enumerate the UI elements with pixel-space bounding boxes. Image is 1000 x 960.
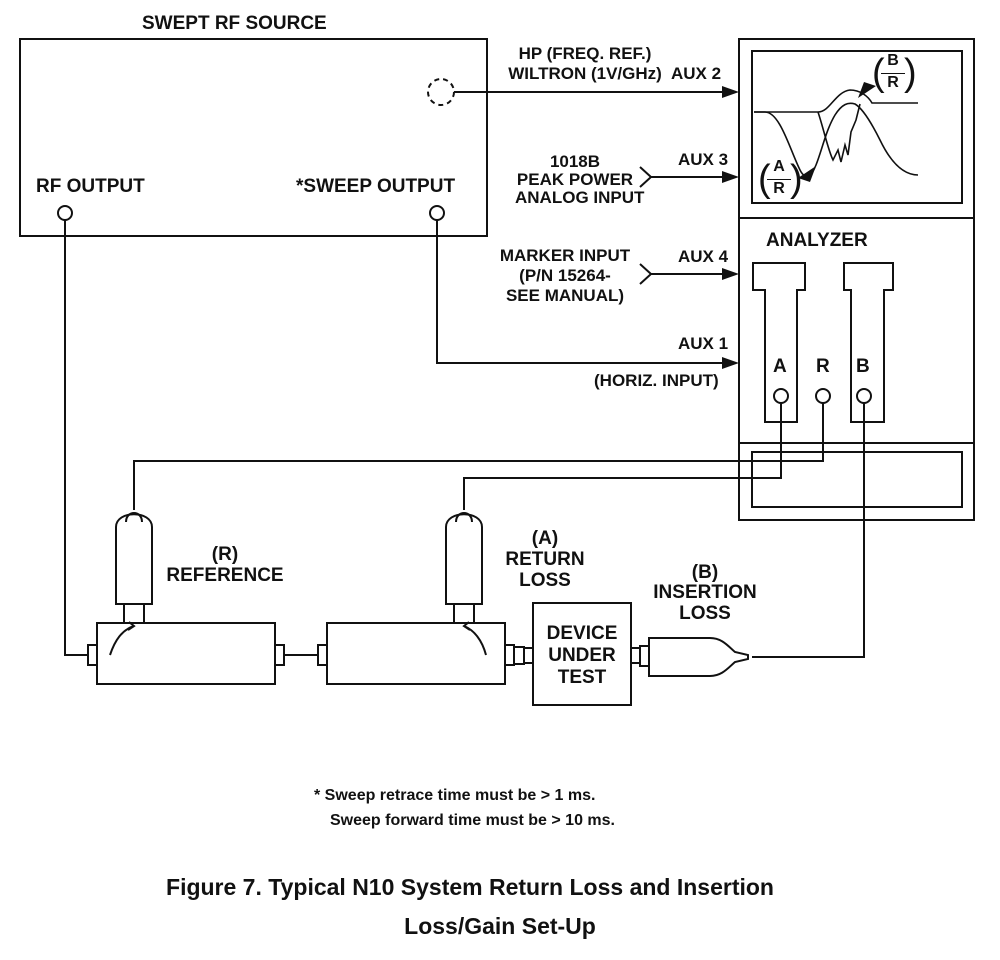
aux1-label: AUX 1 [678,334,729,353]
trace-br-label: ( B R ) [872,52,917,94]
reference-detector [115,513,153,605]
peak-power-line2: PEAK POWER [516,170,634,189]
aux3-label: AUX 3 [678,150,729,169]
dut-label-1: DEVICE [546,623,618,644]
port-b-label: B [856,356,870,377]
trace-b-over-r [754,89,918,113]
trace-return-loss-ripple [817,103,861,163]
trace-br-den: R [887,74,899,91]
port-r-label: R [816,356,830,377]
freq-ref-connector [427,78,455,106]
arrow-aux3 [722,171,739,183]
dut-label-3: TEST [557,667,607,688]
wiltron-label: WILTRON (1V/GHz) [508,64,662,83]
insertion-loss-label-3: LOSS [679,603,731,624]
source-title: SWEPT RF SOURCE [142,13,327,34]
dut-label-2: UNDER [548,645,616,666]
analyzer-title: ANALYZER [766,230,868,251]
aux2-label: AUX 2 [671,64,722,83]
trace-a-over-r [754,102,919,178]
insertion-loss-detector [648,637,749,677]
sweep-output-connector [429,205,445,221]
horiz-input-label: (HORIZ. INPUT) [594,371,719,390]
port-a-label: A [773,356,787,377]
port-b-connector [856,388,872,404]
plugin-slot-b [843,262,894,423]
note-line-1: * Sweep retrace time must be > 1 ms. [314,787,596,804]
arrow-aux2 [722,86,739,98]
trace-ar-label: ( A R ) [758,158,803,200]
rf-output-label: RF OUTPUT [36,176,145,197]
insertion-loss-label-2: INSERTION [653,582,757,603]
swept-rf-source-box [19,38,488,237]
aux4-label: AUX 4 [678,247,729,266]
port-a-connector [773,388,789,404]
marker-line3: SEE MANUAL) [505,286,625,305]
plugin-slot-ar [752,262,806,423]
note-line-2: Sweep forward time must be > 10 ms. [330,812,615,829]
insertion-loss-label-1: (B) [691,562,719,583]
arrow-aux4 [722,268,739,280]
return-loss-label-2: RETURN [505,549,585,570]
return-loss-label-1: (A) [531,528,559,549]
trace-ar-den: R [773,180,785,197]
return-loss-label-3: LOSS [519,570,571,591]
return-loss-coupler [326,622,506,685]
port-r-connector [815,388,831,404]
rf-output-connector [57,205,73,221]
figure-caption-line-2: Loss/Gain Set-Up [404,913,596,939]
analyzer-display [751,50,963,204]
sweep-output-label: *SWEEP OUTPUT [296,176,456,197]
reference-label-1: (R) [211,544,239,565]
arrow-trace-ar [798,166,816,182]
analyzer-lower-panel [751,451,963,508]
analyzer-box [738,38,975,521]
arrow-trace-br [858,82,876,98]
trace-br-num: B [887,52,899,69]
reference-label-2: REFERENCE [166,565,284,586]
figure-caption-line-1: Figure 7. Typical N10 System Return Loss… [166,874,774,900]
marker-line2: (P/N 15264- [519,266,611,285]
arrow-aux1 [722,357,739,369]
marker-line1: MARKER INPUT [499,246,631,265]
return-loss-detector [445,513,483,605]
peak-power-line1: 1018B [549,152,601,171]
hp-label: HP (FREQ. REF.) [518,44,652,63]
trace-ar-num: A [773,158,785,175]
peak-power-line3: ANALOG INPUT [515,188,645,207]
